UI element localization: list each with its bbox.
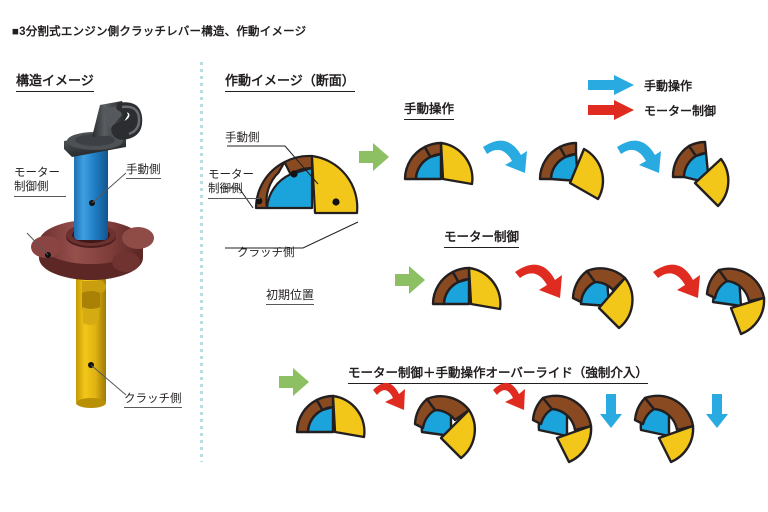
legend-label-manual: 手動操作 <box>644 78 693 93</box>
sequence-row-override <box>275 368 767 478</box>
state-manual-3 <box>671 140 730 208</box>
model-lever-handle <box>64 101 143 157</box>
manual-arrow-icon-2 <box>706 394 728 428</box>
sequence-row-manual <box>355 125 765 215</box>
column-divider <box>200 62 203 462</box>
heading-motion: 作動イメージ（断面） <box>225 70 355 92</box>
start-arrow-icon <box>279 368 309 396</box>
state-motor-1 <box>431 266 502 311</box>
heading-structure: 構造イメージ <box>16 70 94 92</box>
label-clutch-side-section: クラッチ側 <box>237 247 295 259</box>
manual-arrow-icon-1 <box>600 394 622 428</box>
cross-section-leaders <box>205 120 375 260</box>
state-override-1 <box>295 394 366 439</box>
start-arrow-icon <box>359 143 389 171</box>
state-override-2 <box>413 395 477 460</box>
legend-item-manual: 手動操作 <box>588 74 716 96</box>
start-arrow-icon <box>395 266 425 294</box>
label-clutch-side-structure: クラッチ側 <box>124 392 182 409</box>
label-manual-side-section: 手動側 <box>225 132 260 144</box>
label-motor-side-structure: モーター 制御側 <box>14 166 66 197</box>
manual-arrow-icon-1 <box>483 140 527 173</box>
heading-motor-control: モーター制御 <box>444 226 520 248</box>
label-motor-side-section-line1: モーター <box>208 169 254 181</box>
label-manual-side-structure: 手動側 <box>126 163 161 180</box>
arrow-right-icon <box>588 75 634 95</box>
label-motor-side-line1: モーター <box>14 167 60 179</box>
state-override-4 <box>633 394 695 464</box>
motor-arrow-icon-1 <box>515 264 562 298</box>
state-motor-2 <box>571 267 634 330</box>
arrow-right-icon <box>588 100 634 120</box>
state-motor-3 <box>705 267 766 336</box>
motor-arrow-icon-2 <box>653 264 700 298</box>
heading-override: モーター制御＋手動操作オーバーライド（強制介入） <box>348 362 648 384</box>
motor-arrow-icon-2 <box>493 382 525 410</box>
label-motor-side-section: モーター 制御側 <box>208 168 260 199</box>
legend: 手動操作 モーター制御 <box>588 74 716 124</box>
page-title: ■3分割式エンジン側クラッチレバー構造、作動イメージ <box>12 26 307 38</box>
state-manual-2 <box>538 141 605 201</box>
manual-arrow-icon-2 <box>617 140 661 173</box>
state-override-3 <box>531 394 593 464</box>
sequence-row-motor <box>395 250 768 340</box>
heading-manual-operation: 手動操作 <box>404 98 455 120</box>
legend-item-motor: モーター制御 <box>588 99 716 121</box>
state-manual-1 <box>403 141 474 186</box>
label-motor-side-section-line2: 制御側 <box>208 182 260 199</box>
motor-arrow-icon-1 <box>373 382 405 410</box>
structure-3d-model <box>26 95 220 415</box>
label-initial-position: 初期位置 <box>266 286 315 305</box>
label-motor-side-line2: 制御側 <box>14 180 66 197</box>
legend-label-motor: モーター制御 <box>644 103 717 118</box>
cross-section-key <box>252 150 362 245</box>
